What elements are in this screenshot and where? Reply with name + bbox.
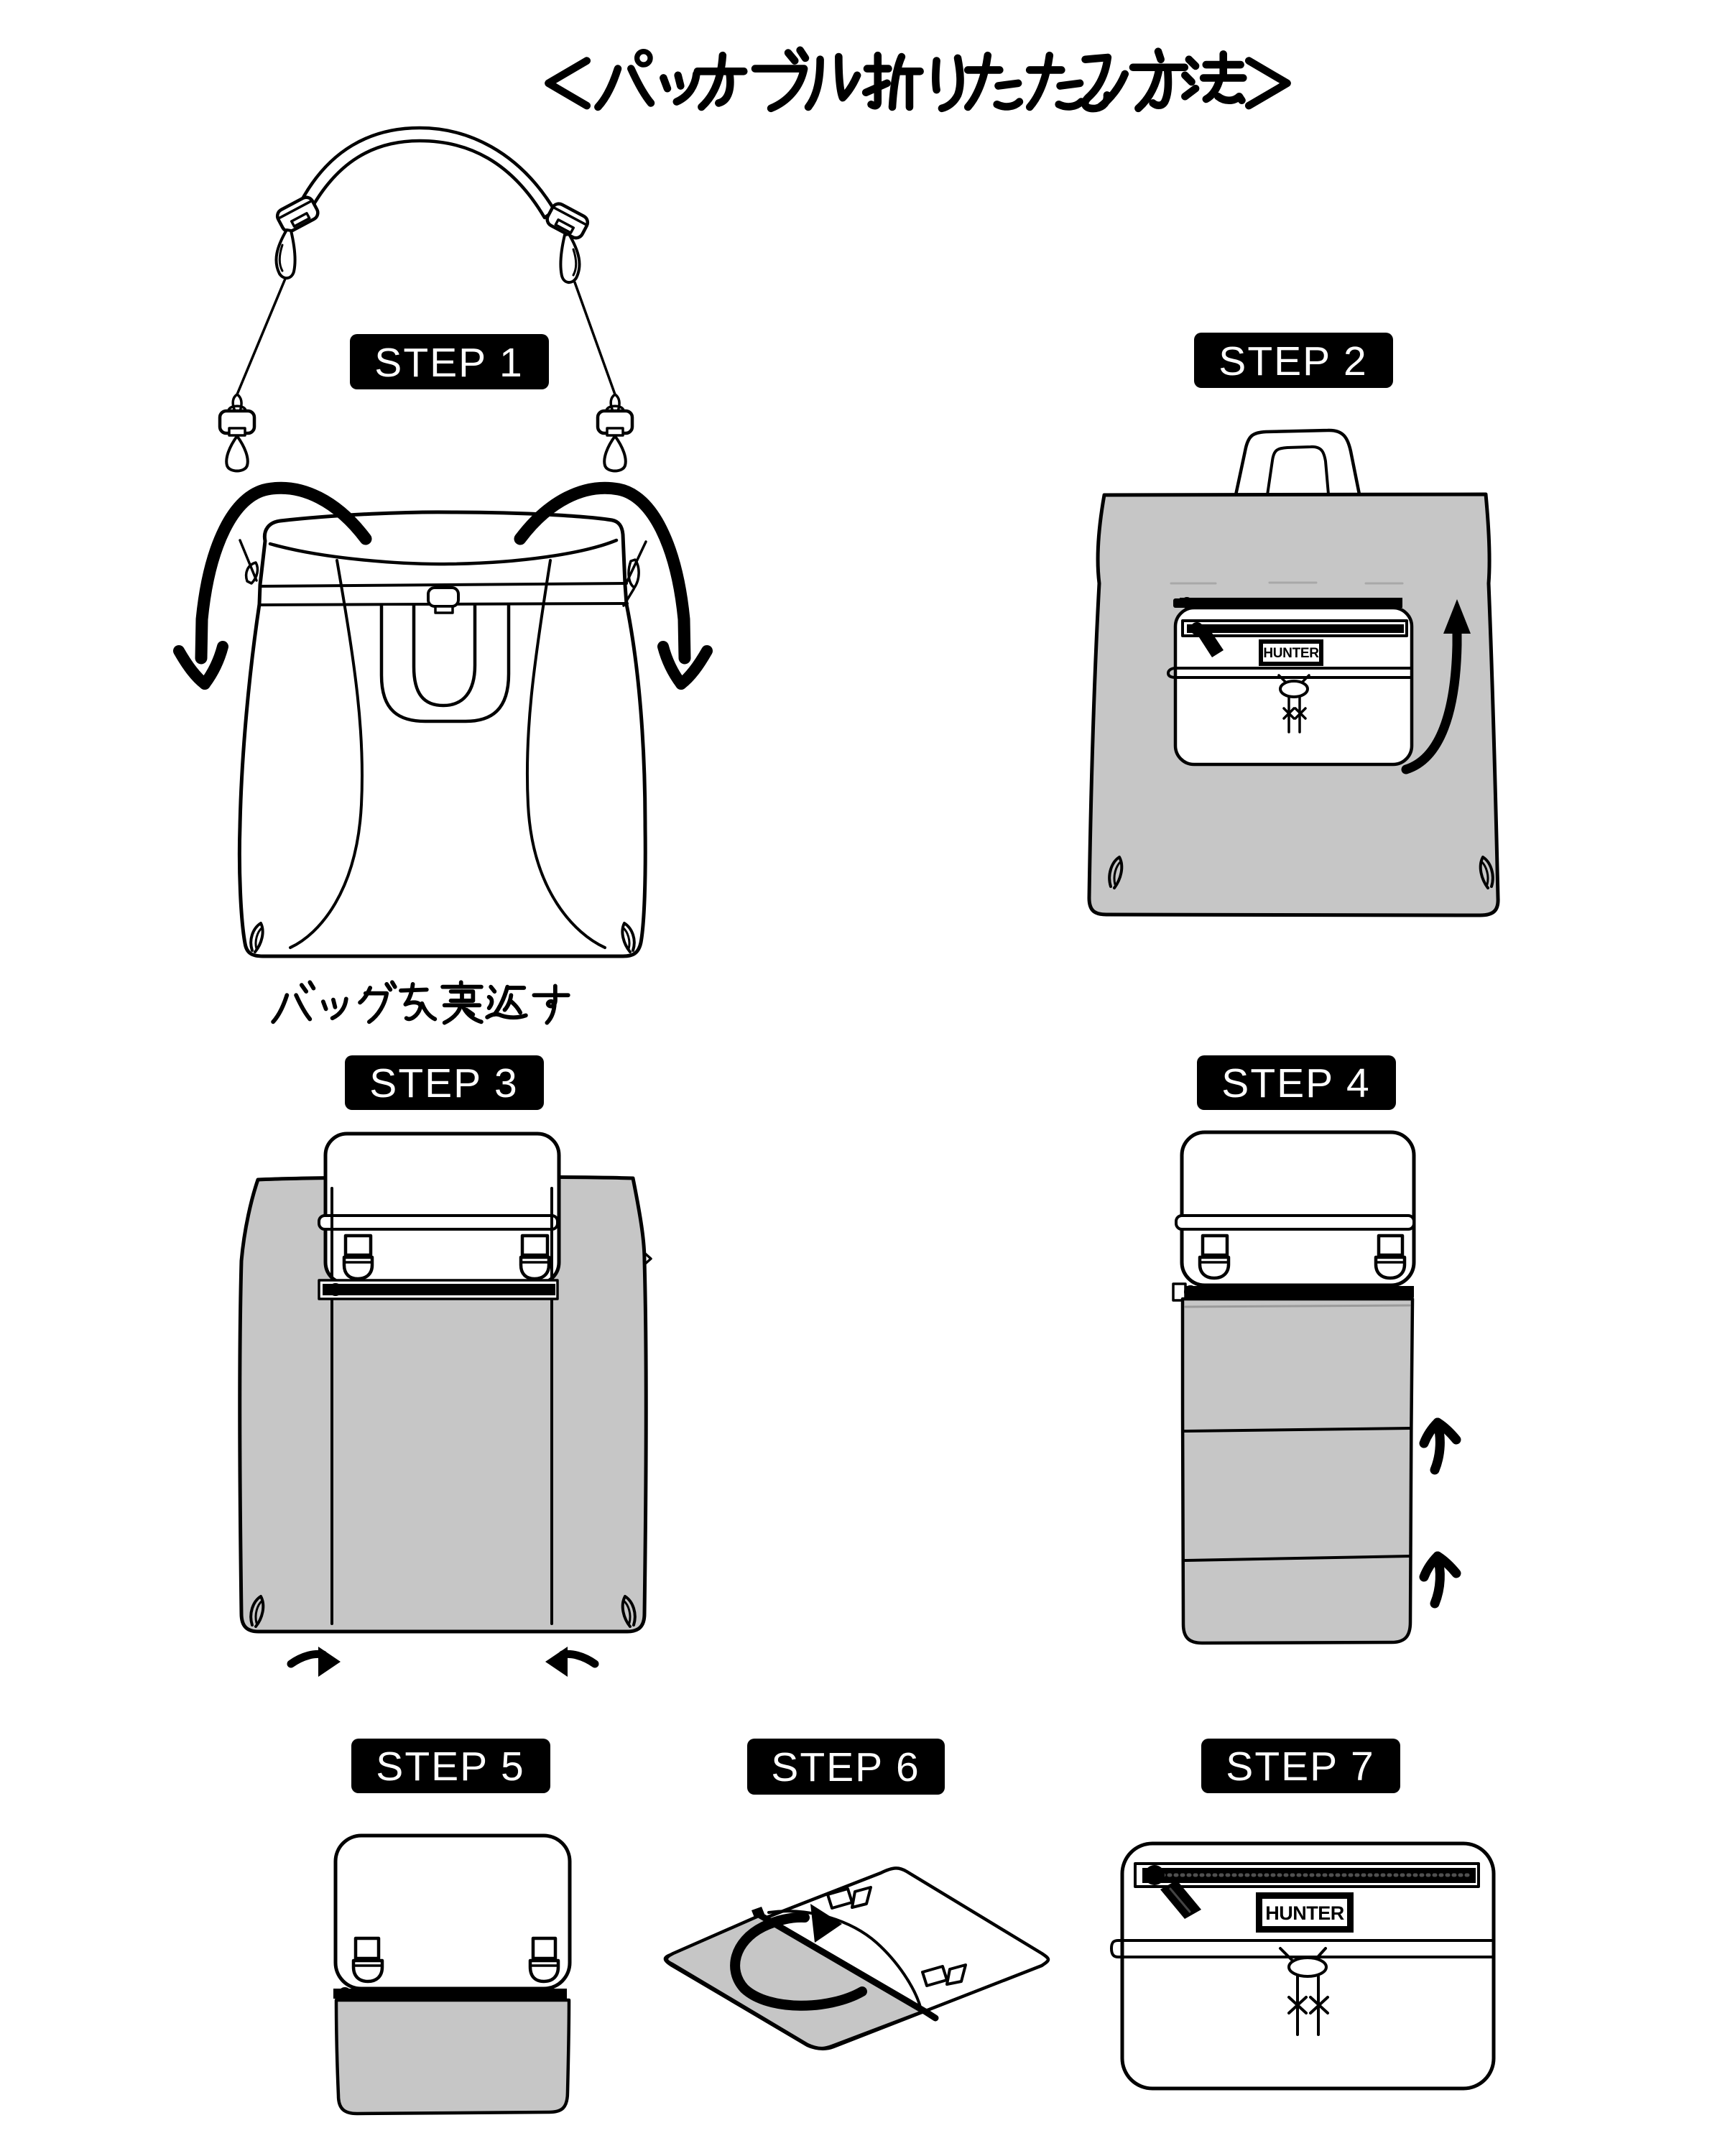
svg-text:STEP 5: STEP 5 [376, 1744, 524, 1790]
svg-text:STEP 4: STEP 4 [1221, 1060, 1370, 1106]
svg-text:STEP 3: STEP 3 [369, 1060, 518, 1106]
svg-text:STEP 1: STEP 1 [374, 340, 523, 386]
svg-text:HUNTER: HUNTER [1263, 646, 1319, 661]
svg-text:STEP 7: STEP 7 [1226, 1744, 1374, 1790]
svg-text:STEP 2: STEP 2 [1218, 338, 1367, 384]
svg-text:HUNTER: HUNTER [1265, 1902, 1344, 1924]
svg-text:STEP 6: STEP 6 [771, 1744, 920, 1790]
